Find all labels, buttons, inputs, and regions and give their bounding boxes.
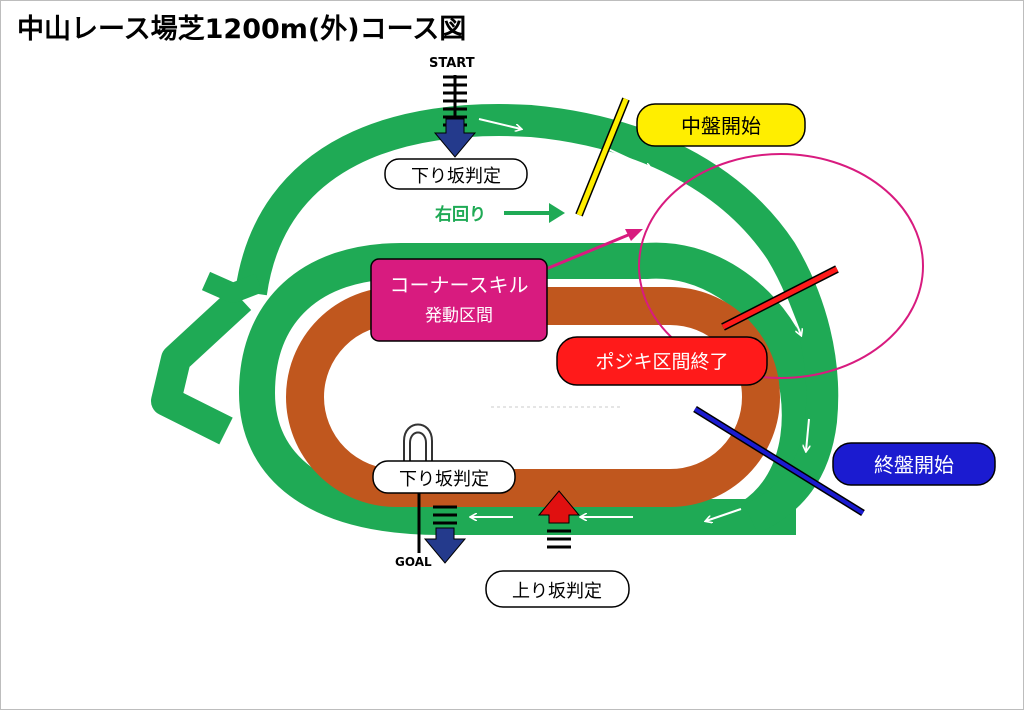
corner-skill-label-1: コーナースキル [390,273,529,297]
turf-direction-arrows [471,118,809,521]
uphill-marker [537,490,581,549]
goal-gate [403,423,433,463]
start-label: START [429,56,475,71]
turf-left-chute [151,287,252,445]
corner-skill-callout: コーナースキル 発動区間 [370,258,548,342]
direction-label: 右回り [435,204,486,225]
page-title: 中山レース場芝1200m(外)コース図 [17,14,467,45]
uphill-label: 上り坂判定 [512,581,602,602]
uphill-arrow [537,490,581,524]
goal-label: GOAL [395,555,432,569]
position-keep-end-callout: ポジキ区間終了 [556,336,768,386]
start-down-arrow [433,118,477,158]
final-start-label: 終盤開始 [874,453,954,477]
downhill-bottom-label: 下り坂判定 [399,469,489,490]
corner-skill-pointer [545,231,634,271]
uphill-callout: 上り坂判定 [485,570,630,608]
middle-start-callout: 中盤開始 [636,103,806,147]
middle-start-label: 中盤開始 [681,114,761,138]
goal-marker: GOAL [395,423,467,569]
corner-skill-zone [638,153,924,379]
position-keep-end-label: ポジキ区間終了 [595,351,728,373]
start-marker: START [429,56,477,158]
downhill-top-callout: 下り坂判定 [384,158,528,190]
corner-skill-pointer-head [625,229,643,241]
turf-left-spur [201,271,263,303]
downhill-bottom-callout: 下り坂判定 [372,460,516,494]
turf-outer-chute [235,104,839,534]
final-start-callout: 終盤開始 [832,442,996,486]
corner-skill-label-2: 発動区間 [425,306,493,326]
goal-down-arrow [423,527,467,564]
downhill-top-label: 下り坂判定 [411,166,501,187]
direction-indicator: 右回り [435,203,565,225]
